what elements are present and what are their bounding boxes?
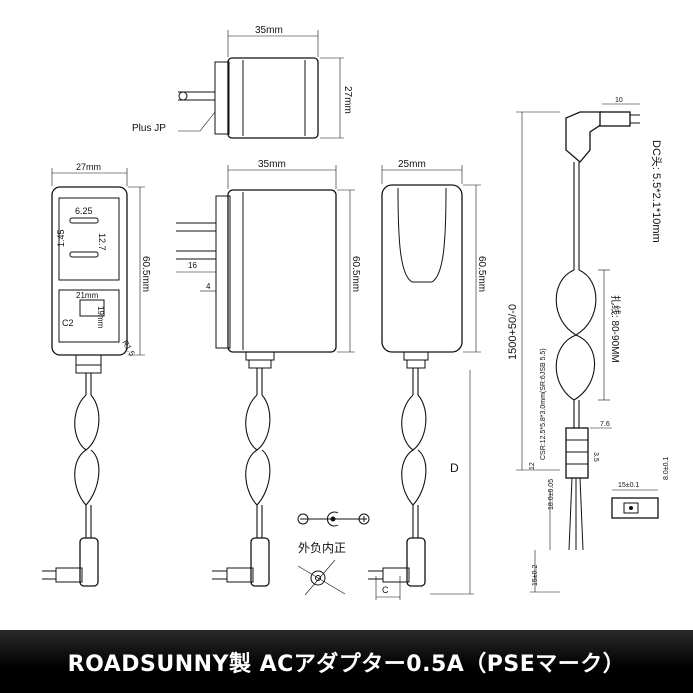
top-view: 35mm 27mm Plus JP	[132, 25, 353, 139]
footer-banner: ROADSUNNY製 ACアダプター0.5A（PSEマーク）	[0, 630, 693, 693]
polarity-text: 外负内正	[298, 541, 346, 555]
front-19-label: 19mm	[96, 306, 105, 329]
tie-label: 扎线: 80-90MM	[609, 295, 622, 363]
dim-35-label: 3.5	[592, 452, 599, 462]
side-16-label: 16	[188, 261, 197, 270]
cable-total-label: 1500+50/-0	[507, 304, 519, 360]
d-label: D	[450, 461, 459, 475]
top-height-label: 27mm	[342, 86, 353, 114]
dim-12-label: 12	[529, 462, 536, 470]
front-145-label: 1.45	[56, 229, 66, 247]
polarity-symbol: 外负内正	[297, 511, 370, 596]
dim-18-label: 18.0±0.05	[548, 479, 555, 510]
front-625-label: 6.25	[75, 206, 93, 216]
dc-head-label: DC头: 5.5*2.1*10mm	[650, 140, 663, 243]
dim-8-label: 8.0±0.1	[663, 457, 670, 480]
cable-spec-label: CSR:12.5*5.8*3.0mm(SR:6JSB 5.5)	[540, 348, 547, 460]
dim-15b-label: 15±0.2	[532, 565, 539, 586]
c-label: C	[382, 585, 389, 595]
front-c2-label: C2	[62, 318, 74, 328]
front-height-label: 60.5mm	[140, 256, 151, 292]
adapter-dimension-drawing: 35mm 27mm Plus JP 27mm 60.5mm 6.25 12.7 …	[42, 25, 670, 600]
side-height-label: 60.5mm	[350, 256, 361, 292]
cable-side	[212, 368, 271, 587]
top-width-label: 35mm	[255, 25, 283, 36]
side-view: 35mm 60.5mm 16 4	[176, 159, 361, 369]
plus-jp-label: Plus JP	[132, 123, 166, 134]
front-21-label: 21mm	[76, 291, 99, 300]
front-width-label: 27mm	[76, 162, 101, 172]
right-height-label: 60.5mm	[476, 256, 487, 292]
front-127-label: 12.7	[97, 233, 107, 251]
side-width-label: 35mm	[258, 159, 286, 170]
dim-15-label: 15±0.1	[618, 482, 639, 489]
side-4-label: 4	[206, 282, 211, 291]
cable-dimension-view: 1500+50/-0 10 DC头: 5.5*2.1*10mm 扎线: 80-9…	[507, 97, 670, 593]
cable-front	[42, 373, 100, 587]
cable-right	[368, 368, 427, 587]
dim-76-label: 7.6	[600, 421, 610, 428]
right-view: 25mm 60.5mm D C	[375, 159, 487, 600]
front-view: 27mm 60.5mm 6.25 12.7 1.45 21mm 19mm C2 …	[51, 162, 151, 374]
plug-10-label: 10	[615, 97, 623, 104]
product-title: ROADSUNNY製 ACアダプター0.5A（PSEマーク）	[67, 651, 626, 677]
right-width-label: 25mm	[398, 159, 426, 170]
